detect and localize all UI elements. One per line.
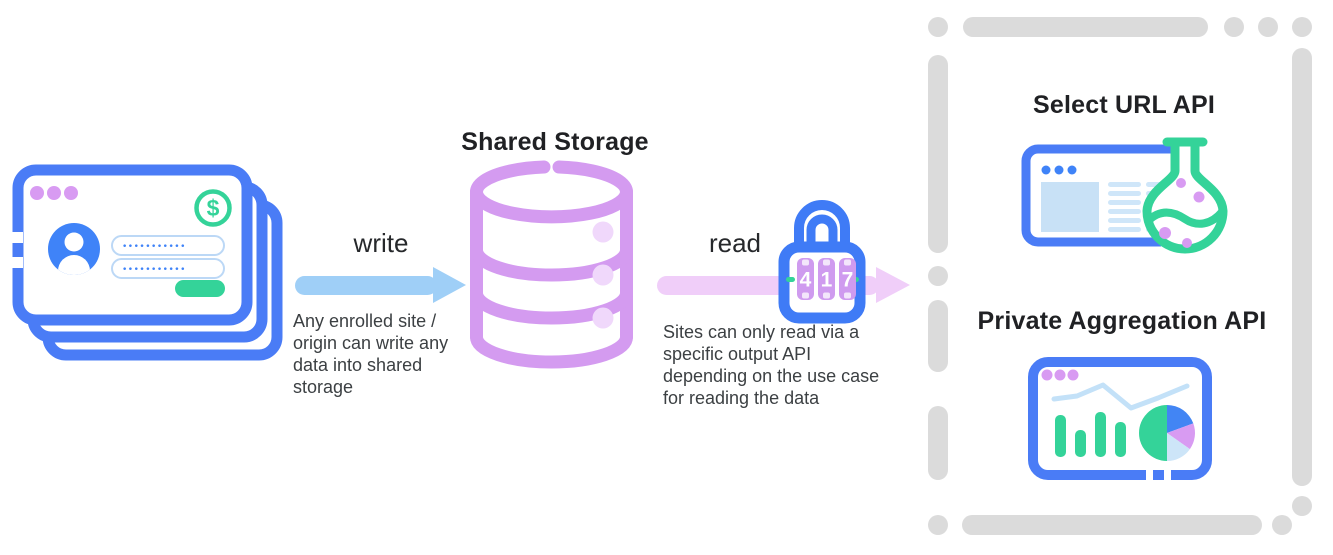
liquid-wave (1144, 208, 1226, 228)
avatar-icon (48, 223, 100, 275)
border-gap (1146, 468, 1153, 482)
lock-digit-2: 1 (821, 269, 833, 292)
window-dots-icon (1041, 165, 1077, 175)
dashed-border-segment (1272, 515, 1292, 535)
dashed-border-segment (928, 300, 948, 372)
write-note: Any enrolled site / origin can write any… (293, 311, 449, 397)
private-aggregation-api-title: Private Aggregation API (977, 307, 1267, 335)
dashed-border-segment (928, 17, 948, 37)
lock-digit-3: 7 (842, 269, 854, 292)
cylinder-top (470, 160, 633, 224)
lock-dash-left (786, 277, 795, 282)
dial-partial-digits (802, 259, 851, 299)
dashed-border-segment (928, 406, 948, 480)
lock-digit-1: 4 (800, 269, 812, 292)
submit-button[interactable] (175, 280, 225, 297)
flask-bubbles (1159, 178, 1205, 248)
border-dot (12, 244, 24, 256)
password-field-1[interactable]: ••••••••••• (111, 235, 225, 256)
border-dot (1153, 470, 1164, 480)
dashboard-chart-icon (1028, 357, 1212, 482)
read-note: Sites can only read via a specific outpu… (663, 322, 880, 408)
dashed-border-segment (1224, 17, 1244, 37)
flask-icon (1142, 137, 1228, 254)
dashed-border-segment (928, 55, 948, 253)
dashed-border-segment (928, 515, 948, 535)
dashed-border-segment (963, 17, 1208, 37)
cylinder-bottom (470, 330, 633, 369)
bar-chart (1055, 412, 1126, 457)
password-field-2[interactable]: ••••••••••• (111, 258, 225, 279)
read-label: read (708, 228, 762, 258)
line-chart (1051, 382, 1190, 411)
cylinder-band (470, 243, 633, 282)
dashed-border-segment (1292, 17, 1312, 37)
password-value: ••••••••••• (122, 265, 186, 275)
lock-shackle (794, 200, 850, 252)
dollar-icon: $ (194, 189, 232, 227)
dollar-glyph: $ (207, 195, 220, 221)
dashed-border-segment (1292, 496, 1312, 516)
dashed-border-segment (1258, 17, 1278, 37)
write-label: write (353, 228, 409, 258)
combination-lock-icon: 4 1 7 (778, 200, 866, 324)
dashed-border-segment (962, 515, 1262, 535)
content-placeholder (1041, 182, 1099, 232)
lock-code[interactable]: 4 1 7 (797, 258, 856, 300)
select-url-api-title: Select URL API (1032, 91, 1216, 119)
border-gap (8, 232, 23, 243)
cylinder-band (470, 286, 633, 325)
browser-flask-icon (1021, 137, 1228, 254)
sites-card-stack-icon: $ ••••••••••• ••••••••••• (8, 164, 283, 361)
pie-chart (1139, 405, 1195, 461)
window-dots-icon (30, 186, 78, 200)
border-gap (1164, 468, 1171, 482)
browser-card-front: $ ••••••••••• ••••••••••• (8, 164, 253, 326)
border-gap (8, 257, 23, 268)
window-dots-icon (1041, 369, 1079, 381)
shared-storage-title: Shared Storage (461, 128, 649, 156)
database-icon (470, 160, 633, 369)
dashed-border-segment (1292, 48, 1312, 486)
dashed-border-segment (928, 266, 948, 286)
cylinder-dots (592, 221, 614, 329)
password-value: ••••••••••• (122, 242, 186, 252)
